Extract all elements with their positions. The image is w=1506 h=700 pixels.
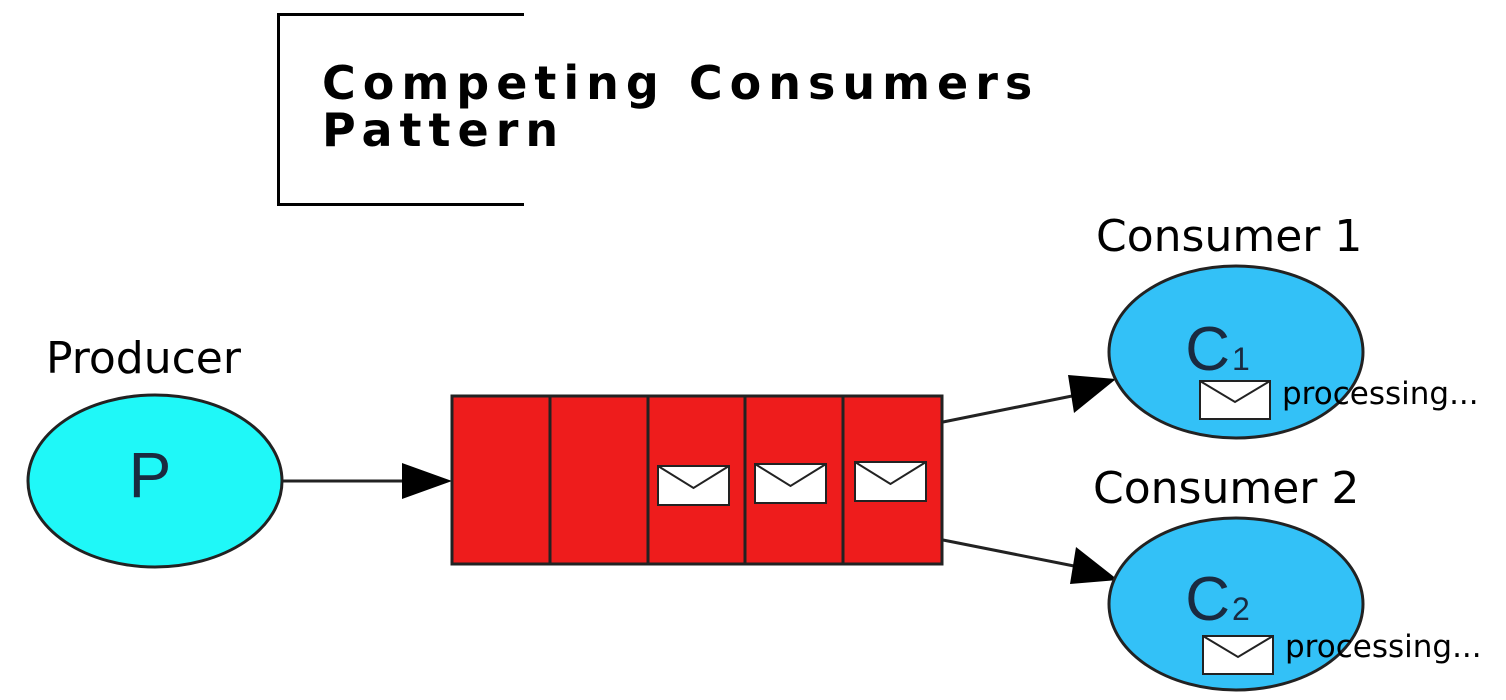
arrowhead-to-queue (402, 463, 452, 499)
envelope-icon (1202, 635, 1274, 675)
arrowhead-to-consumer-2 (1070, 547, 1118, 584)
producer-label: Producer (46, 333, 241, 384)
consumer-2-node (1107, 516, 1365, 692)
consumer-2-node-subscript: 2 (1232, 591, 1250, 627)
envelope-icon (854, 461, 927, 502)
producer-node-letter: P (129, 439, 172, 511)
consumer-2-node-letter: C (1185, 565, 1230, 634)
consumer-1-status: processing... (1282, 376, 1479, 412)
arrowhead-to-consumer-1 (1068, 375, 1116, 413)
consumer-1-node-subscript: 1 (1232, 341, 1250, 377)
consumer-2-status: processing... (1285, 629, 1482, 665)
title-line-1: Competing Consumers (322, 56, 1040, 110)
producer-node (26, 393, 284, 569)
edge-queue-to-consumer-1 (942, 394, 1073, 424)
edge-queue-to-consumer-2 (942, 538, 1075, 568)
envelope-icon (657, 465, 730, 506)
envelope-icon (754, 463, 827, 504)
consumer-1-label: Consumer 1 (1096, 211, 1363, 262)
title-line-2: Pattern (322, 103, 566, 157)
consumer-1-node-letter: C (1185, 315, 1230, 384)
consumer-1-node (1107, 264, 1365, 440)
title-bracket (277, 13, 524, 206)
consumer-2-label: Consumer 2 (1093, 463, 1360, 514)
envelope-icon (1199, 380, 1271, 420)
